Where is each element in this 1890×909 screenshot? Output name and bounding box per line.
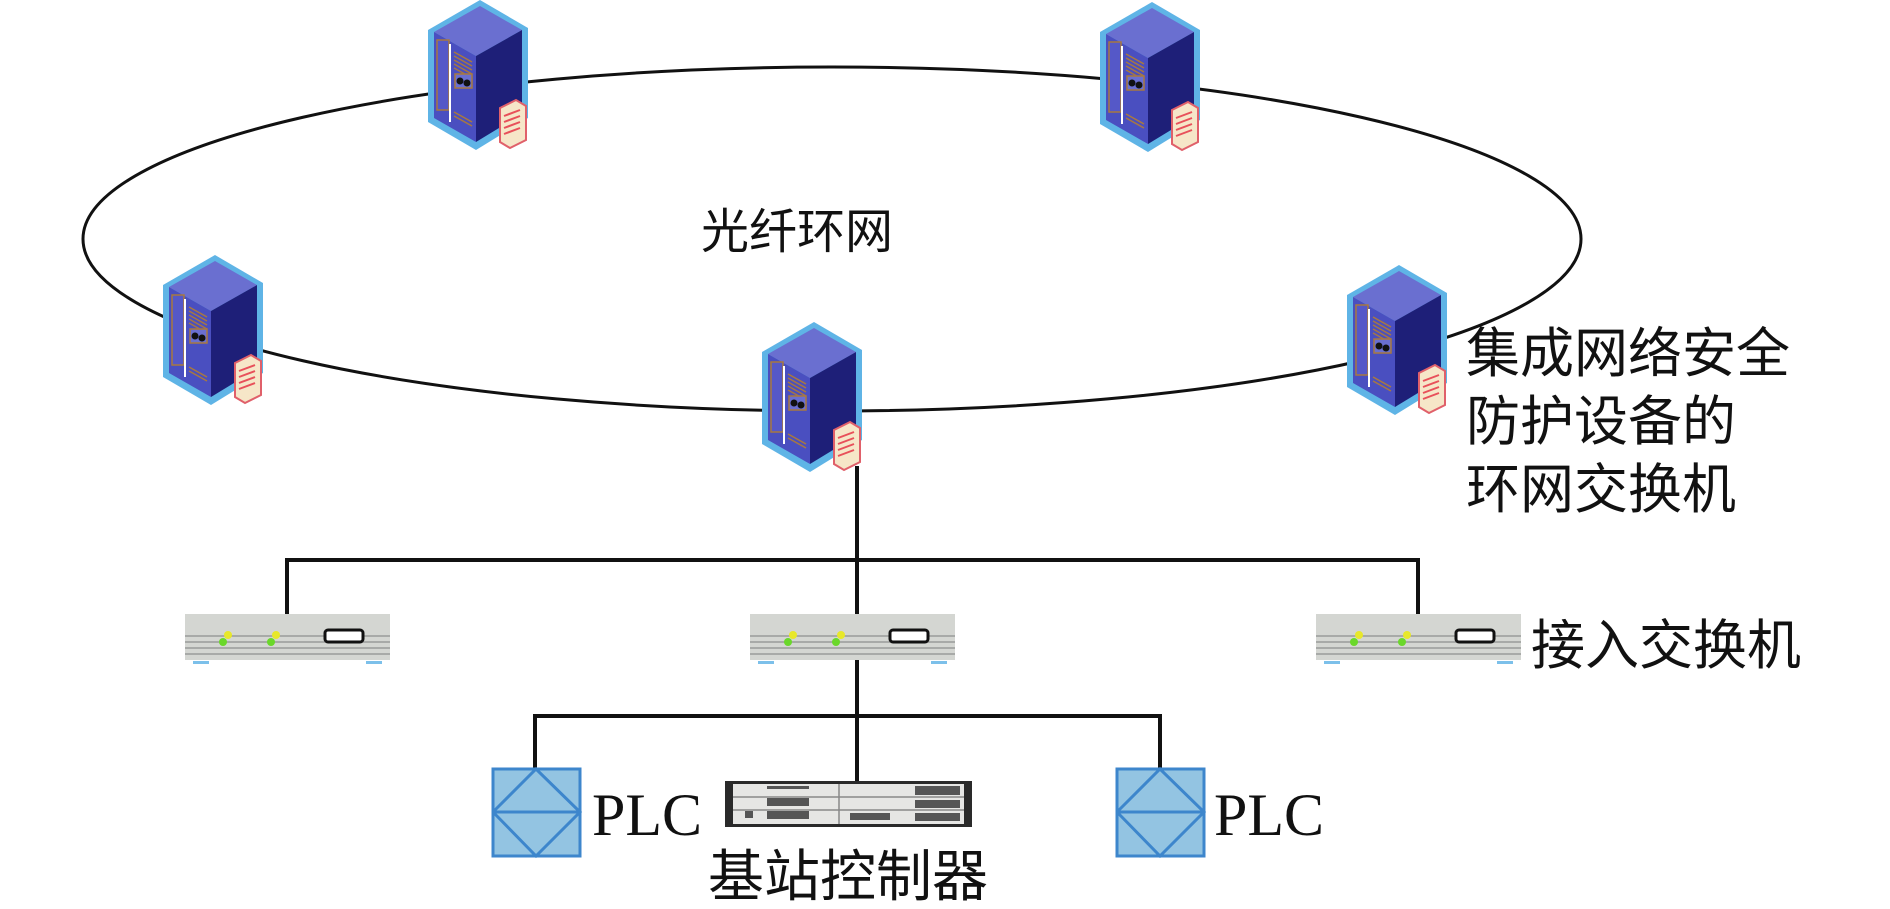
ring-switch-server-icon [427,0,529,151]
access-switch-icon [1314,612,1523,666]
plc-icon [1115,767,1206,858]
connection-lines [285,466,1420,782]
ring-switch-label-line2: 防护设备的 [1466,390,1736,453]
ring-switch-server-icon [162,254,264,406]
ring-label: 光纤环网 [701,204,893,260]
access-switch-icon [748,612,957,666]
base-station-controller-label: 基站控制器 [708,845,988,909]
ring-switch-server-icon [1099,1,1201,153]
plc-left-label: PLC [592,782,702,848]
ring-switch-server-icon [761,321,863,473]
plc-icon [491,767,582,858]
ring-switch-label-line3: 环网交换机 [1466,458,1736,521]
ring-switch-server-icon [1346,264,1448,416]
base-station-controller-icon [725,781,972,827]
ring-switch-label-line1: 集成网络安全 [1466,322,1790,385]
plc-right-label: PLC [1214,782,1324,848]
access-switch-label: 接入交换机 [1531,614,1801,677]
access-switch-icon [183,612,392,666]
